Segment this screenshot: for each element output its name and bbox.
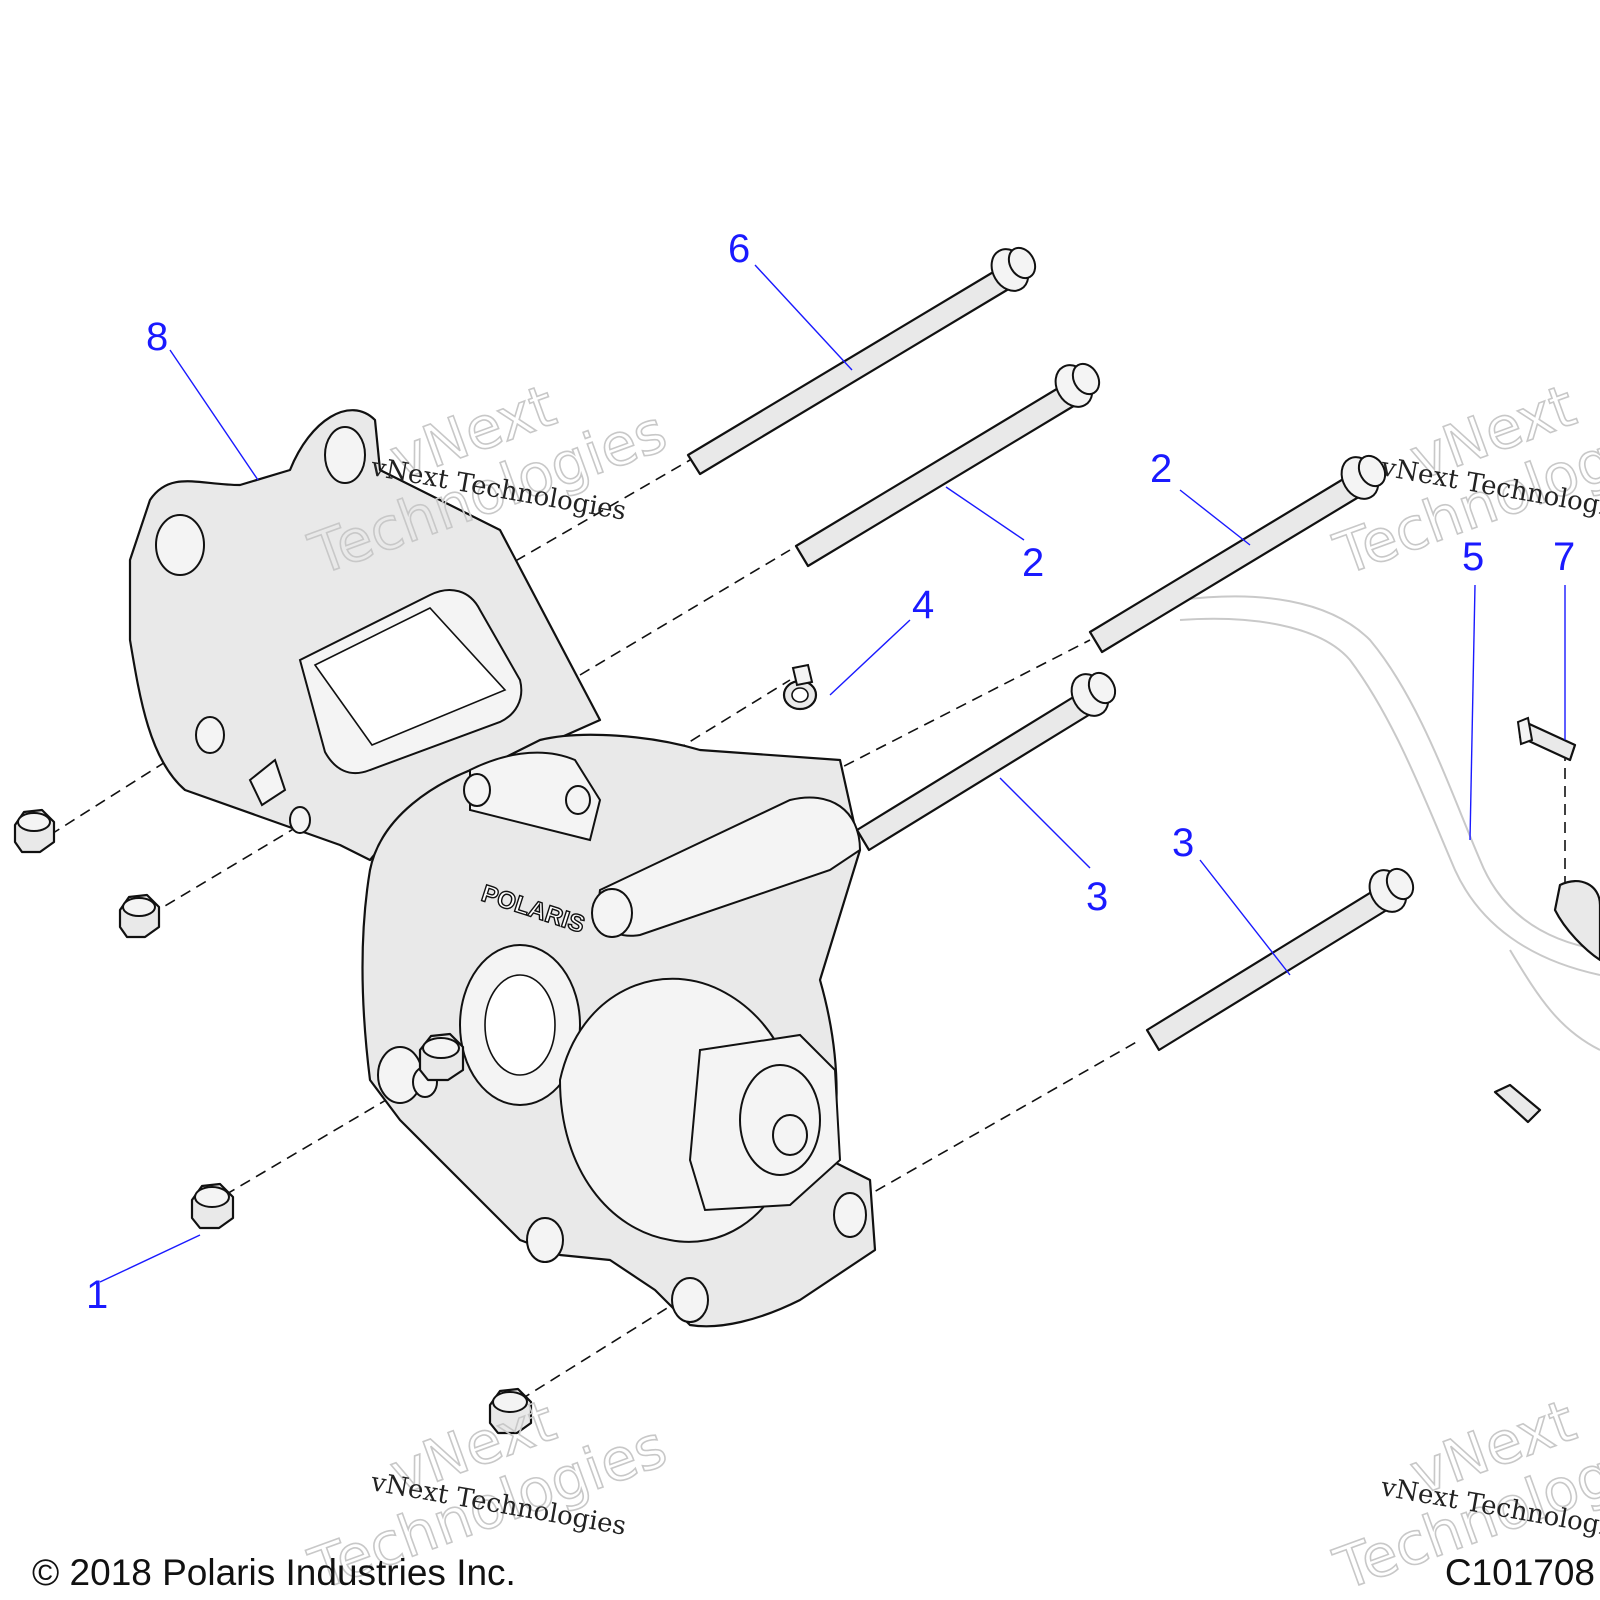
flange-nut[interactable] (13, 808, 56, 854)
callout-3: 3 (1086, 875, 1108, 919)
flange-nut[interactable] (118, 893, 161, 939)
flange-nut[interactable] (418, 1032, 465, 1082)
callout-6: 6 (728, 227, 750, 271)
mounting-bracket (128, 409, 602, 862)
flange-nut[interactable] (488, 1387, 533, 1435)
frame-tube-outline (1179, 595, 1600, 1051)
gearcase-housing: POLARIS (361, 733, 877, 1328)
copyright-text: © 2018 Polaris Industries Inc. (32, 1552, 516, 1593)
callout-2: 2 (1022, 541, 1044, 585)
callout-7: 7 (1553, 535, 1575, 579)
wire-clip[interactable] (1493, 1083, 1542, 1124)
callout-4: 4 (912, 583, 934, 627)
bolt-item-3-upper[interactable] (855, 667, 1120, 852)
flange-nut[interactable] (190, 1182, 235, 1230)
callout-2: 2 (1150, 447, 1172, 491)
callout-1: 1 (86, 1273, 108, 1317)
callout-labels: 1 2 2 3 3 4 5 6 7 8 (86, 227, 1575, 1317)
bolt-item-2-lower[interactable] (1088, 450, 1390, 654)
bolt-item-3-lower[interactable] (1145, 863, 1418, 1052)
fitting-item-7[interactable] (1516, 716, 1600, 962)
bolt-item-2-upper[interactable] (794, 358, 1104, 568)
leader-lines (99, 264, 1566, 1283)
callout-3: 3 (1172, 821, 1194, 865)
flange-nut-group (13, 808, 533, 1435)
callout-5: 5 (1462, 535, 1484, 579)
drawing-id: C101708 (1445, 1552, 1595, 1593)
callout-8: 8 (146, 315, 168, 359)
bolt-item-6[interactable] (686, 242, 1040, 476)
hose-clamp[interactable] (782, 663, 818, 711)
